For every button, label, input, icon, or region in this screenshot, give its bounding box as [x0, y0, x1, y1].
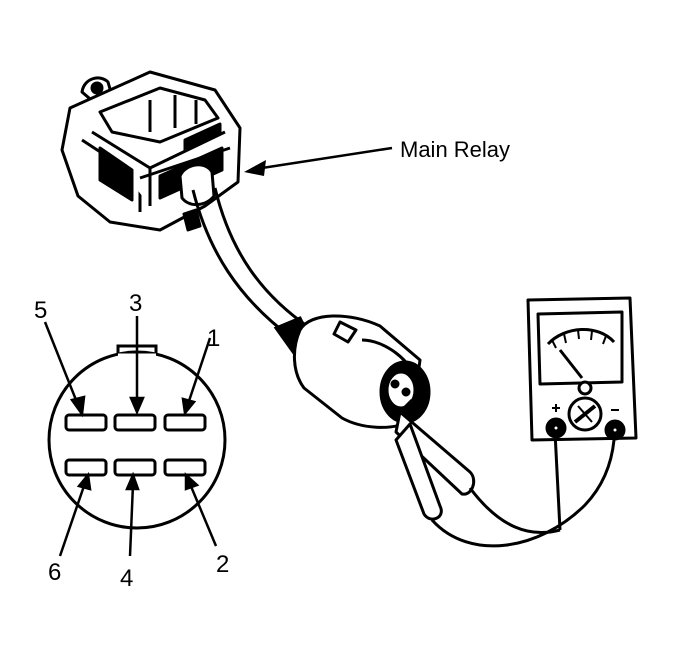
pin-slot-6: [64, 458, 108, 477]
multimeter: [526, 296, 638, 442]
connector-pinout: [47, 344, 227, 530]
pin-slot-3: [113, 413, 157, 432]
pin-number: 5: [34, 297, 47, 324]
harness-connector: [293, 314, 431, 429]
pin-number: 1: [207, 325, 220, 352]
pin-slot-4: [113, 458, 157, 477]
main-relay-callout: Main Relay: [244, 137, 510, 176]
pin-numbers: 1 2 3 4 5 6: [34, 290, 229, 592]
pin-slot-1: [163, 413, 207, 432]
pin-number: 4: [120, 565, 133, 592]
main-relay: [60, 70, 242, 232]
pin-leaders: [43, 316, 218, 557]
pin-slot-5: [64, 413, 108, 432]
multimeter-probes: [394, 398, 476, 521]
pin-number: 3: [129, 290, 142, 317]
pin-number: 6: [48, 559, 61, 586]
probe-leads: [430, 431, 616, 548]
pin-number: 2: [216, 551, 229, 578]
main-relay-label: Main Relay: [400, 137, 510, 162]
